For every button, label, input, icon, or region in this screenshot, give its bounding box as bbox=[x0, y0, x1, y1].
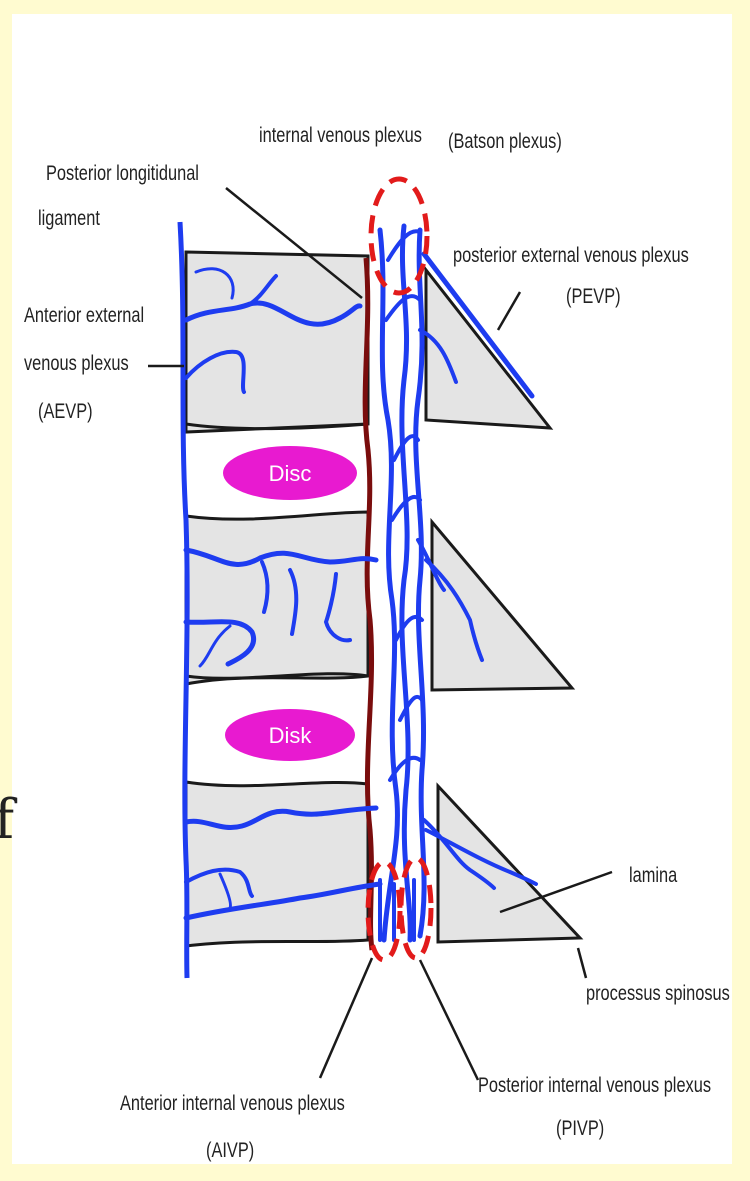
stray-glyph: f bbox=[0, 788, 18, 851]
vertebral-body-2 bbox=[186, 512, 368, 684]
label-batson-plexus: (Batson plexus) bbox=[448, 129, 562, 152]
spinous-process-1 bbox=[426, 270, 550, 428]
label-aivp-line2: (AIVP) bbox=[206, 1138, 254, 1161]
label-aevp-line1: Anterior external bbox=[24, 303, 144, 326]
label-posterior-longitudinal: Posterior longitidunal bbox=[46, 161, 199, 184]
spinous-process-3 bbox=[438, 786, 580, 942]
label-aivp-line1: Anterior internal venous plexus bbox=[120, 1091, 345, 1114]
label-pevp-line1: posterior external venous plexus bbox=[453, 243, 689, 266]
label-internal-venous-plexus: internal venous plexus bbox=[259, 123, 422, 146]
vertebral-body-3 bbox=[186, 782, 368, 946]
vertebral-body-1 bbox=[186, 252, 368, 432]
label-pevp-line2: (PEVP) bbox=[566, 284, 621, 307]
disc-label-lower: Disk bbox=[269, 723, 313, 748]
labels: internal venous plexus (Batson plexus) P… bbox=[24, 123, 730, 1161]
label-pivp-line2: (PIVP) bbox=[556, 1116, 604, 1139]
label-lamina: lamina bbox=[629, 863, 678, 886]
label-processus-spinosus: processus spinosus bbox=[586, 981, 730, 1004]
label-ligament: ligament bbox=[38, 206, 101, 229]
spinous-process-2 bbox=[432, 522, 572, 690]
label-aevp-line2: venous plexus bbox=[24, 351, 129, 374]
label-aevp-line3: (AEVP) bbox=[38, 399, 93, 422]
label-pivp-line1: Posterior internal venous plexus bbox=[478, 1073, 711, 1096]
disc-label-upper: Disc bbox=[269, 461, 312, 486]
